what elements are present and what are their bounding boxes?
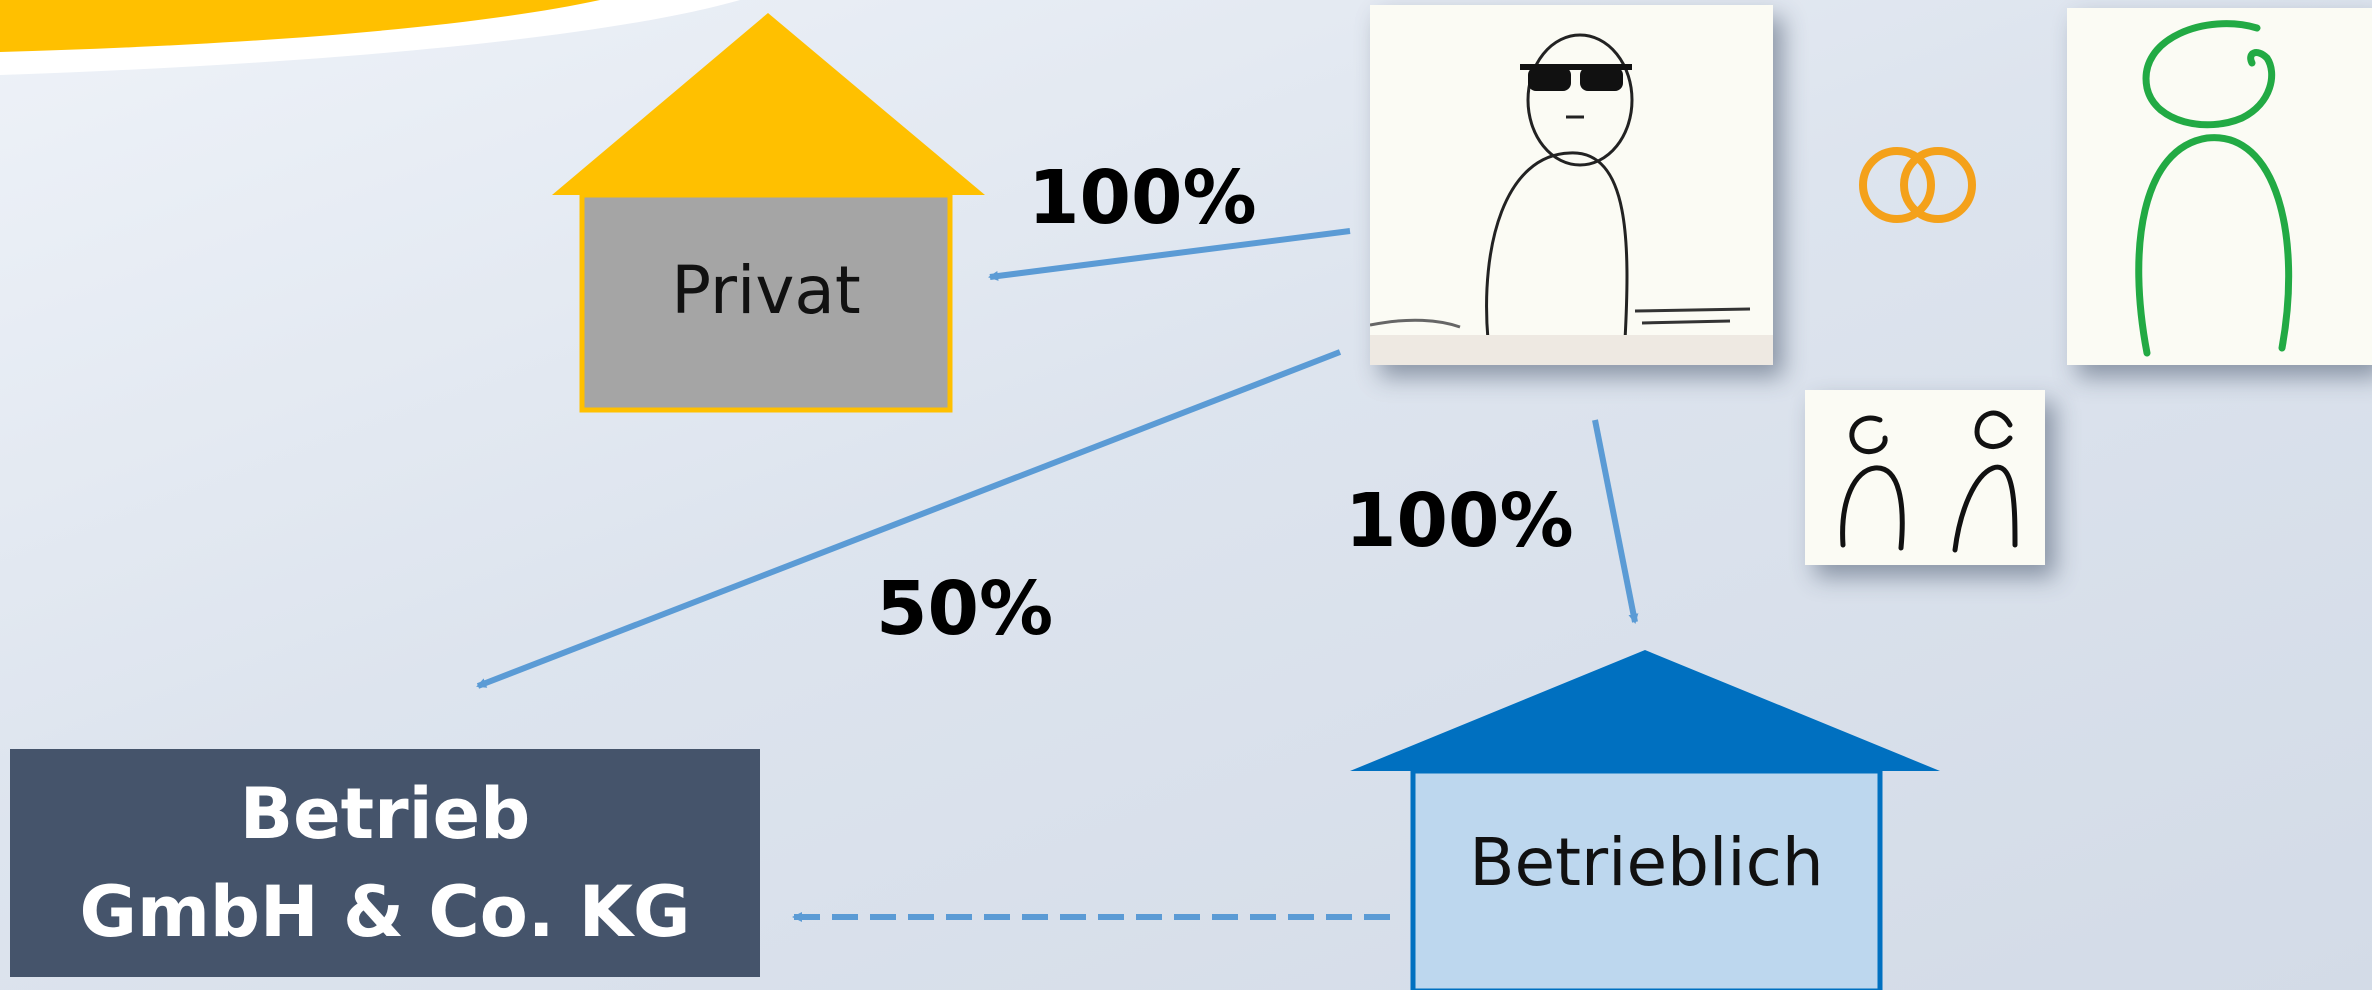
owner-figure-icon: [1370, 33, 1773, 365]
percentage-privat: 100%: [1028, 155, 1257, 241]
betrieblich-house: [1350, 650, 1940, 990]
arrow-owner-to-privat: [988, 228, 1351, 281]
spouse-figure-icon: [2135, 20, 2293, 357]
privat-house: [552, 13, 985, 413]
betrieblich-roof: [1350, 650, 1940, 771]
children-icon: [1840, 410, 2018, 553]
privat-label: Privat: [671, 252, 861, 329]
betrieblich-label: Betrieblich: [1469, 824, 1824, 901]
wedding-rings-icon: [1859, 147, 1976, 223]
header-banner: [0, 0, 740, 75]
betrieblich-body: [1410, 768, 1883, 990]
betrieb-legal-form: GmbH & Co. KG: [79, 871, 691, 953]
arrow-owner-to-betrieb: [476, 349, 1342, 689]
betrieb-title: Betrieb: [239, 773, 531, 855]
betrieb-box: Betrieb GmbH & Co. KG: [10, 749, 760, 977]
arrow-owner-to-betrieblich: [1592, 419, 1639, 624]
percentage-betrieblich: 100%: [1345, 478, 1574, 564]
spouse-card: [2067, 8, 2372, 365]
privat-body: [579, 192, 953, 413]
children-card: [1805, 390, 2045, 565]
owner-card: [1370, 5, 1773, 365]
percentage-betrieb: 50%: [876, 566, 1054, 652]
privat-roof: [552, 13, 985, 195]
